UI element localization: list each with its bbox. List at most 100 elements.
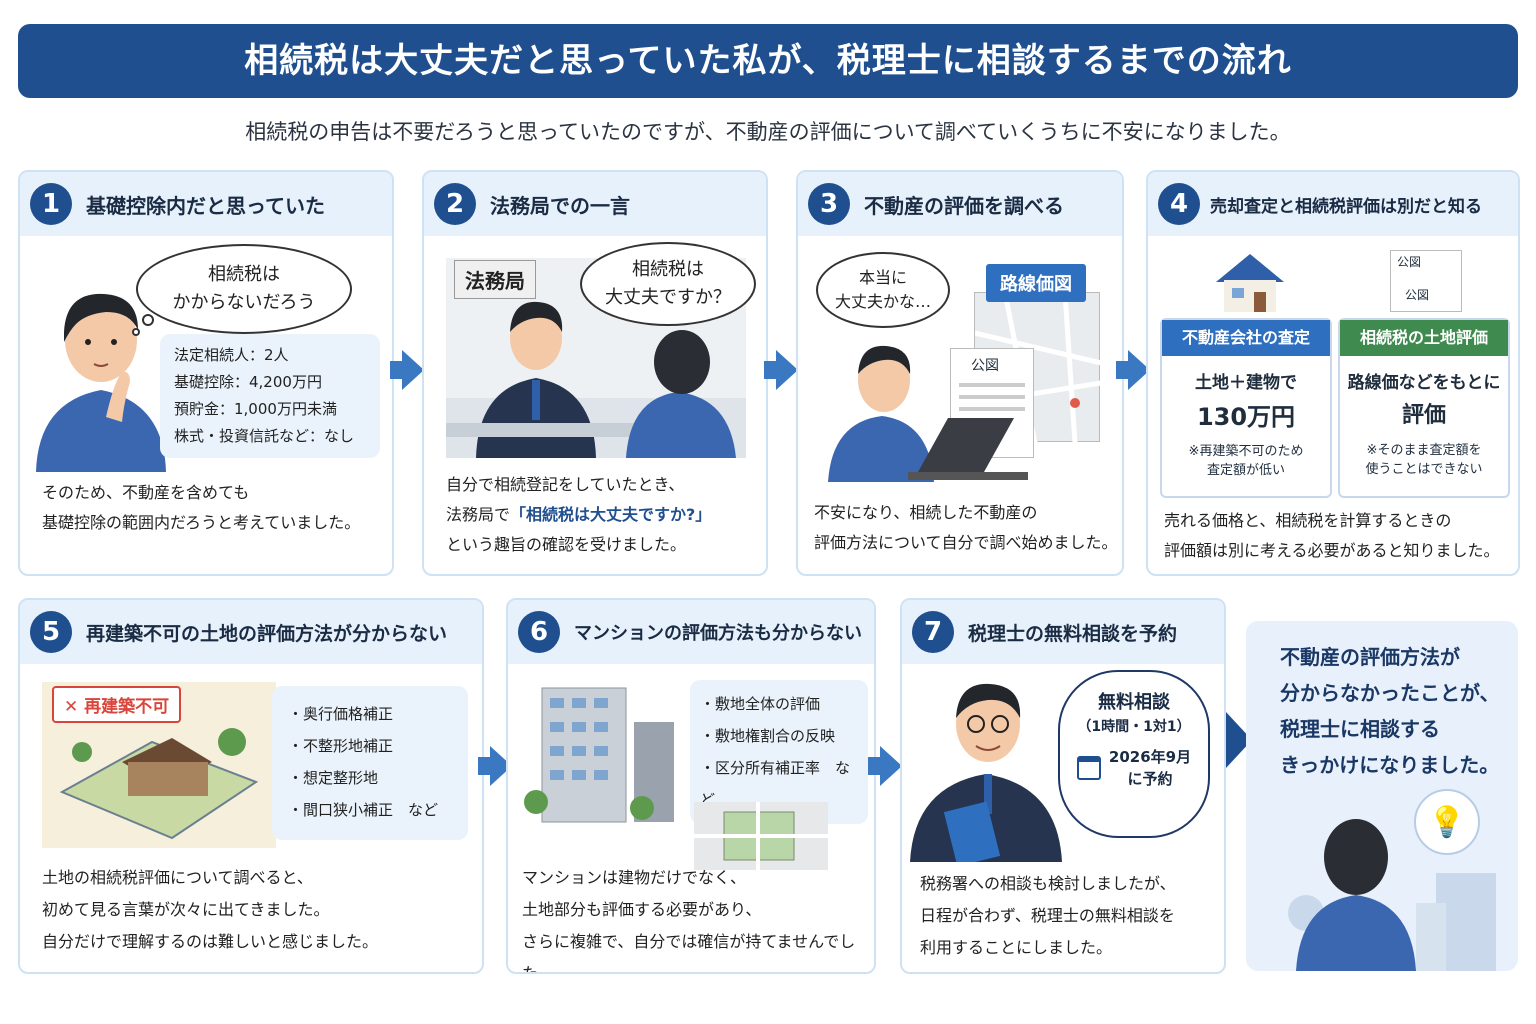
term-item: ・奥行価格補正 — [288, 705, 394, 723]
lightbulb-icon: 💡 — [1428, 804, 1466, 840]
consult-title: 無料相談 — [1098, 692, 1170, 713]
step-7-header: 7 税理士の無料相談を予約 — [902, 600, 1224, 664]
real-estate-appraisal-box: 不動産会社の査定 土地＋建物で 130万円 ※再建築不可のため 査定額が低い — [1160, 318, 1332, 498]
appraisal-line: 土地＋建物で — [1195, 373, 1297, 393]
step-4-description: 売れる価格と、相続税を計算するときの 評価額は別に考える必要があると知りました。 — [1164, 506, 1500, 566]
step-6-header: 6 マンションの評価方法も分からない — [508, 600, 874, 664]
desc-line: 売れる価格と、相続税を計算するときの — [1164, 511, 1452, 530]
step-4-cadastral-doc: 公図 公図 — [1390, 250, 1462, 312]
step-2-speech-bubble: 相続税は大丈夫ですか？ — [580, 242, 756, 326]
point-item: ・敷地全体の評価 — [700, 695, 821, 713]
appraisal-label: 不動産会社の査定 — [1162, 320, 1330, 356]
doc-label: 公図 — [1405, 288, 1430, 302]
bubble-line: 本当に — [858, 268, 907, 287]
step-4-title: 売却査定と相続税評価は別だと知る — [1210, 196, 1482, 217]
conclusion-line: 分からなかったことが、 — [1280, 681, 1500, 705]
desc-line: 日程が合わず、税理士の無料相談を — [920, 906, 1175, 925]
appraisal-note: ※再建築不可のため — [1188, 444, 1304, 459]
valuation-note: 使うことはできない — [1365, 462, 1483, 477]
cross-icon: ✕ — [64, 697, 85, 717]
step-4-card: 4 売却査定と相続税評価は別だと知る 公図 公図 不動産会社の査定 土地＋建物で… — [1146, 170, 1520, 576]
desc-line: という趣旨の確認を受けました。 — [446, 535, 687, 554]
desc-line: 評価方法について自分で調べ始めました。 — [814, 533, 1118, 552]
desc-line: 土地部分も評価する必要があり、 — [522, 900, 762, 919]
step-5-terms-box: ・奥行価格補正 ・不整形地補正 ・想定整形地 ・間口狭小補正 など — [272, 686, 468, 840]
conclusion-panel: 不動産の評価方法が 分からなかったことが、 税理士に相談する きっかけになりまし… — [1246, 621, 1518, 971]
bubble-line: 相続税は — [207, 264, 280, 285]
step-1-thought-bubble: 相続税はかからないだろう — [136, 244, 352, 334]
badge-text: 再建築不可 — [84, 697, 170, 717]
step-3-header: 3 不動産の評価を調べる — [798, 172, 1122, 236]
desc-line: 税務署への相談も検討しましたが、 — [920, 874, 1176, 893]
rebuild-prohibited-badge: ✕ 再建築不可 — [52, 686, 182, 723]
bubble-line: 相続税は — [632, 259, 704, 280]
consult-reserved: に予約 — [1127, 770, 1173, 788]
flow-arrow-2-3 — [764, 350, 798, 390]
step-7-number: 7 — [912, 611, 954, 653]
cadastral-map-label: 公図 — [971, 358, 999, 374]
step-1-card: 1 基礎控除内だと思っていた 相続税はかからないだろう 法定相続人：2人 基礎控… — [18, 170, 394, 576]
site-plan-illustration — [694, 802, 828, 870]
doc-label: 公図 — [1397, 255, 1422, 269]
bubble-line: かからないだろう — [172, 292, 316, 313]
step-2-description: 自分で相続登記をしていたとき、 法務局で「相続税は大丈夫ですか?」 という趣旨の… — [446, 470, 711, 560]
flow-arrow-3-4 — [1116, 350, 1150, 390]
valuation-word: 評価 — [1401, 403, 1446, 428]
consult-duration: （1時間・1対1） — [1077, 719, 1191, 735]
step-6-number: 6 — [518, 611, 560, 653]
step-1-header: 1 基礎控除内だと思っていた — [20, 172, 392, 236]
desc-highlight: 「相続税は大丈夫ですか?」 — [510, 505, 712, 524]
conclusion-line: きっかけになりました。 — [1280, 753, 1500, 777]
man-back-view-illustration — [1288, 819, 1496, 971]
step-2-header: 2 法務局での一言 — [424, 172, 766, 236]
flow-arrow-6-7 — [868, 746, 902, 786]
step-6-description: マンションは建物だけでなく、 土地部分も評価する必要があり、 さらに複雑で、自分… — [522, 862, 874, 974]
apartment-building-illustration — [524, 687, 674, 823]
worried-man-laptop — [828, 345, 1028, 482]
consult-date: 2026年9月 — [1108, 748, 1192, 766]
step-5-description: 土地の相続税評価について調べると、 初めて見る言葉が次々に出てきました。 自分だ… — [42, 862, 378, 958]
tax-accountant-illustration — [910, 683, 1062, 862]
desc-text: 法務局で — [446, 505, 511, 524]
bubble-line: 大丈夫かな… — [834, 292, 931, 311]
step-4-number: 4 — [1158, 183, 1200, 225]
appraisal-note: 査定額が低い — [1206, 463, 1285, 478]
step-2-card: 2 法務局での一言 法務局 相続税は大丈夫ですか？ 自分で相続登記をしていたとき… — [422, 170, 768, 576]
step-2-title: 法務局での一言 — [490, 193, 630, 218]
step-1-number: 1 — [30, 183, 72, 225]
flow-arrow-1-2 — [390, 350, 424, 390]
thought-dots — [132, 314, 154, 336]
term-item: ・不整形地補正 — [288, 737, 394, 755]
appraisal-amount: 130万円 — [1196, 403, 1296, 431]
thinking-man-illustration — [36, 293, 166, 472]
step-7-card: 7 税理士の無料相談を予約 無料相談 （1時間・1対1） 2026年9月 に予約… — [900, 598, 1226, 974]
desc-line: そのため、不動産を含めても — [42, 483, 250, 502]
legal-office-scene — [446, 258, 746, 458]
step-3-card: 3 不動産の評価を調べる 路線価図 公図 本当に大丈夫かな… 不安になり、相続し… — [796, 170, 1124, 576]
desc-line: 法務局で「相続税は大丈夫ですか?」 — [446, 500, 711, 530]
valuation-note: ※そのまま査定額を — [1366, 443, 1482, 458]
step-1-description: そのため、不動産を含めても 基礎控除の範囲内だろうと考えていました。 — [42, 478, 360, 538]
step-3-title: 不動産の評価を調べる — [864, 193, 1064, 218]
info-line: 株式・投資信託など：なし — [174, 427, 355, 445]
step-7-title: 税理士の無料相談を予約 — [968, 622, 1178, 645]
calendar-icon — [1076, 756, 1101, 780]
page-title: 相続税は大丈夫だと思っていた私が、税理士に相談するまでの流れ — [18, 24, 1518, 98]
step-7-description: 税務署への相談も検討しましたが、 日程が合わず、税理士の無料相談を 利用すること… — [920, 868, 1176, 964]
step-3-number: 3 — [808, 183, 850, 225]
step-2-number: 2 — [434, 183, 476, 225]
page-subtitle: 相続税の申告は不要だろうと思っていたのですが、不動産の評価について調べていくうち… — [245, 120, 1291, 144]
bubble-line: 大丈夫ですか？ — [605, 287, 731, 308]
step-6-points-box: ・敷地全体の評価 ・敷地権割合の反映 ・区分所有補正率 など — [690, 680, 868, 824]
valuation-label: 相続税の土地評価 — [1340, 320, 1508, 356]
house-icon — [1216, 254, 1284, 312]
desc-line: 自分で相続登記をしていたとき、 — [446, 475, 685, 494]
step-5-title: 再建築不可の土地の評価方法が分からない — [86, 622, 448, 645]
info-line: 預貯金：1,000万円未満 — [174, 400, 337, 418]
desc-line: さらに複雑で、自分では確信が持てませんでした。 — [522, 932, 856, 974]
info-line: 法定相続人：2人 — [174, 346, 289, 364]
desc-line: 基礎控除の範囲内だろうと考えていました。 — [42, 513, 361, 532]
desc-line: 自分だけで理解するのは難しいと感じました。 — [42, 932, 379, 951]
free-consultation-bubble: 無料相談 （1時間・1対1） 2026年9月 に予約 — [1058, 670, 1210, 838]
step-5-number: 5 — [30, 611, 72, 653]
